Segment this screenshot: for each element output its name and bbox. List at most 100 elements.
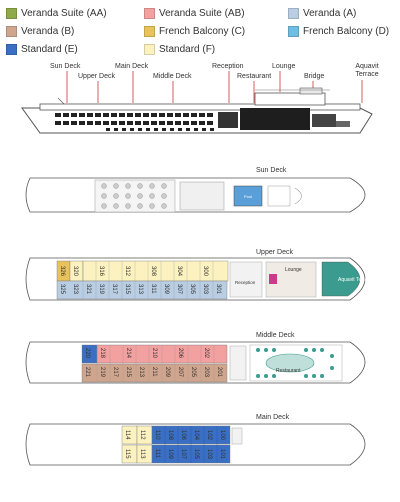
cabin-number: 301 [215,284,221,295]
cabin-number: 311 [150,284,156,294]
sun-deck-plan: Pool [25,177,366,213]
cabin-number: 202 [203,348,209,359]
legend-item: Veranda Suite (AA) [6,6,107,20]
legend-label: Standard (F) [159,43,216,55]
cabin-number: 210 [151,348,157,359]
upper-deck-cabins-top [56,260,229,282]
cabin-number: 113 [139,449,145,459]
cabin-number: 326 [59,266,65,277]
legend-swatch [6,7,17,19]
cabin-number: 112 [139,430,145,440]
cabin-number: 213 [138,367,144,378]
main-deck-title: Main Deck [256,414,290,421]
cabin-number: 220 [84,348,90,359]
cabin-number: 206 [177,348,183,359]
cabin-number: 103 [206,449,212,460]
reception-label: Reception [235,280,256,285]
restaurant-label: Restaurant [276,368,301,374]
profile-label-upper-deck: Upper Deck [78,73,115,80]
legend-item: Standard (E) [6,42,78,56]
cabin-number: 315 [124,284,130,295]
legend-item: Veranda (A) [288,6,356,20]
cabin-number: 107 [180,449,186,460]
legend-swatch [144,25,155,37]
legend-swatch [288,25,299,37]
main-deck-plan: 114 112 110 108 106 104 102 100 115 113 … [25,423,366,466]
aquavit-terrace-label: Aquavit Terrace [338,277,373,283]
legend-label: Veranda (B) [21,25,75,37]
cabin-number: 321 [85,284,91,295]
profile-label-reception: Reception [212,63,244,70]
legend-label: French Balcony (C) [159,25,246,37]
profile-label-bridge: Bridge [304,73,325,80]
sun-deck-title: Sun Deck [256,167,287,174]
cabin-number: 211 [151,367,157,377]
cabin-number: 215 [125,367,131,378]
cabin-number: 111 [154,449,160,459]
cabin-number: 201 [216,367,222,378]
profile-label-middle-deck: Middle Deck [153,73,192,80]
middle-deck-title: Middle Deck [256,332,295,339]
cabin-number: 308 [150,266,156,277]
legend-label: Standard (E) [21,43,78,55]
cabin-number: 300 [202,266,208,277]
cabin-number: 304 [176,266,182,277]
legend-swatch [144,43,155,55]
upper-deck-cabins-bottom [56,280,228,300]
legend-swatch [288,7,299,19]
legend-label: Veranda Suite (AB) [159,7,245,19]
cabin-number: 102 [206,430,212,441]
cabin-number: 309 [163,284,169,295]
cabin-number: 109 [167,449,173,460]
cabin-number: 209 [164,367,170,378]
cabin-number: 217 [112,367,118,378]
ship-profile [21,71,373,134]
upper-deck-plan: 326 320 316 312 308 304 300 325 323 321 … [25,257,373,301]
cabin-number: 221 [84,367,90,378]
cabin-number: 219 [99,367,105,378]
cabin-number: 214 [125,348,131,359]
cabin-number: 114 [124,430,130,440]
cabin-number: 323 [72,284,78,295]
legend-label: Veranda Suite (AA) [21,7,107,19]
cabin-number: 203 [203,367,209,378]
lounge-label: Lounge [285,267,302,273]
legend-item: Veranda (B) [6,24,74,38]
cabin-number: 205 [190,367,196,378]
profile-label-sun-deck: Sun Deck [50,63,81,70]
cabin-number: 303 [202,284,208,295]
legend-item: French Balcony (D) [288,24,389,38]
cabin-number: 108 [167,430,173,441]
legend-item: French Balcony (C) [144,24,245,38]
cabin-number: 106 [180,430,186,441]
legend-swatch [6,25,17,37]
legend-label: Veranda (A) [303,7,357,19]
profile-label-main-deck: Main Deck [115,63,149,70]
upper-deck-title: Upper Deck [256,249,293,256]
cabin-number: 110 [154,430,160,440]
cabin-number: 313 [137,284,143,295]
cabin-number: 100 [219,430,225,441]
cabin-number: 218 [99,348,105,359]
cabin-number: 115 [124,449,130,459]
cabin-number: 104 [193,430,199,441]
cabin-number: 105 [193,449,199,460]
cabin-number: 101 [219,449,225,460]
cabin-number: 316 [98,266,104,277]
legend-item: Standard (F) [144,42,215,56]
cabin-number: 305 [189,284,195,295]
profile-label-lounge: Lounge [272,63,296,70]
profile-label-aquavit-terrace: Aquavit Terrace [355,63,379,78]
profile-label-restaurant: Restaurant [237,73,272,80]
legend-swatch [144,7,155,19]
cabin-number: 320 [72,266,78,277]
legend-label: French Balcony (D) [303,25,390,37]
middle-deck-plan: 220 218 214 210 206 202 221 219 217 215 … [25,341,366,384]
cabin-number: 317 [111,284,117,295]
cabin-number: 319 [98,284,104,295]
cabin-number: 325 [59,284,65,295]
cabin-number: 207 [177,367,183,378]
legend-swatch [6,43,17,55]
cabin-number: 312 [124,266,130,277]
